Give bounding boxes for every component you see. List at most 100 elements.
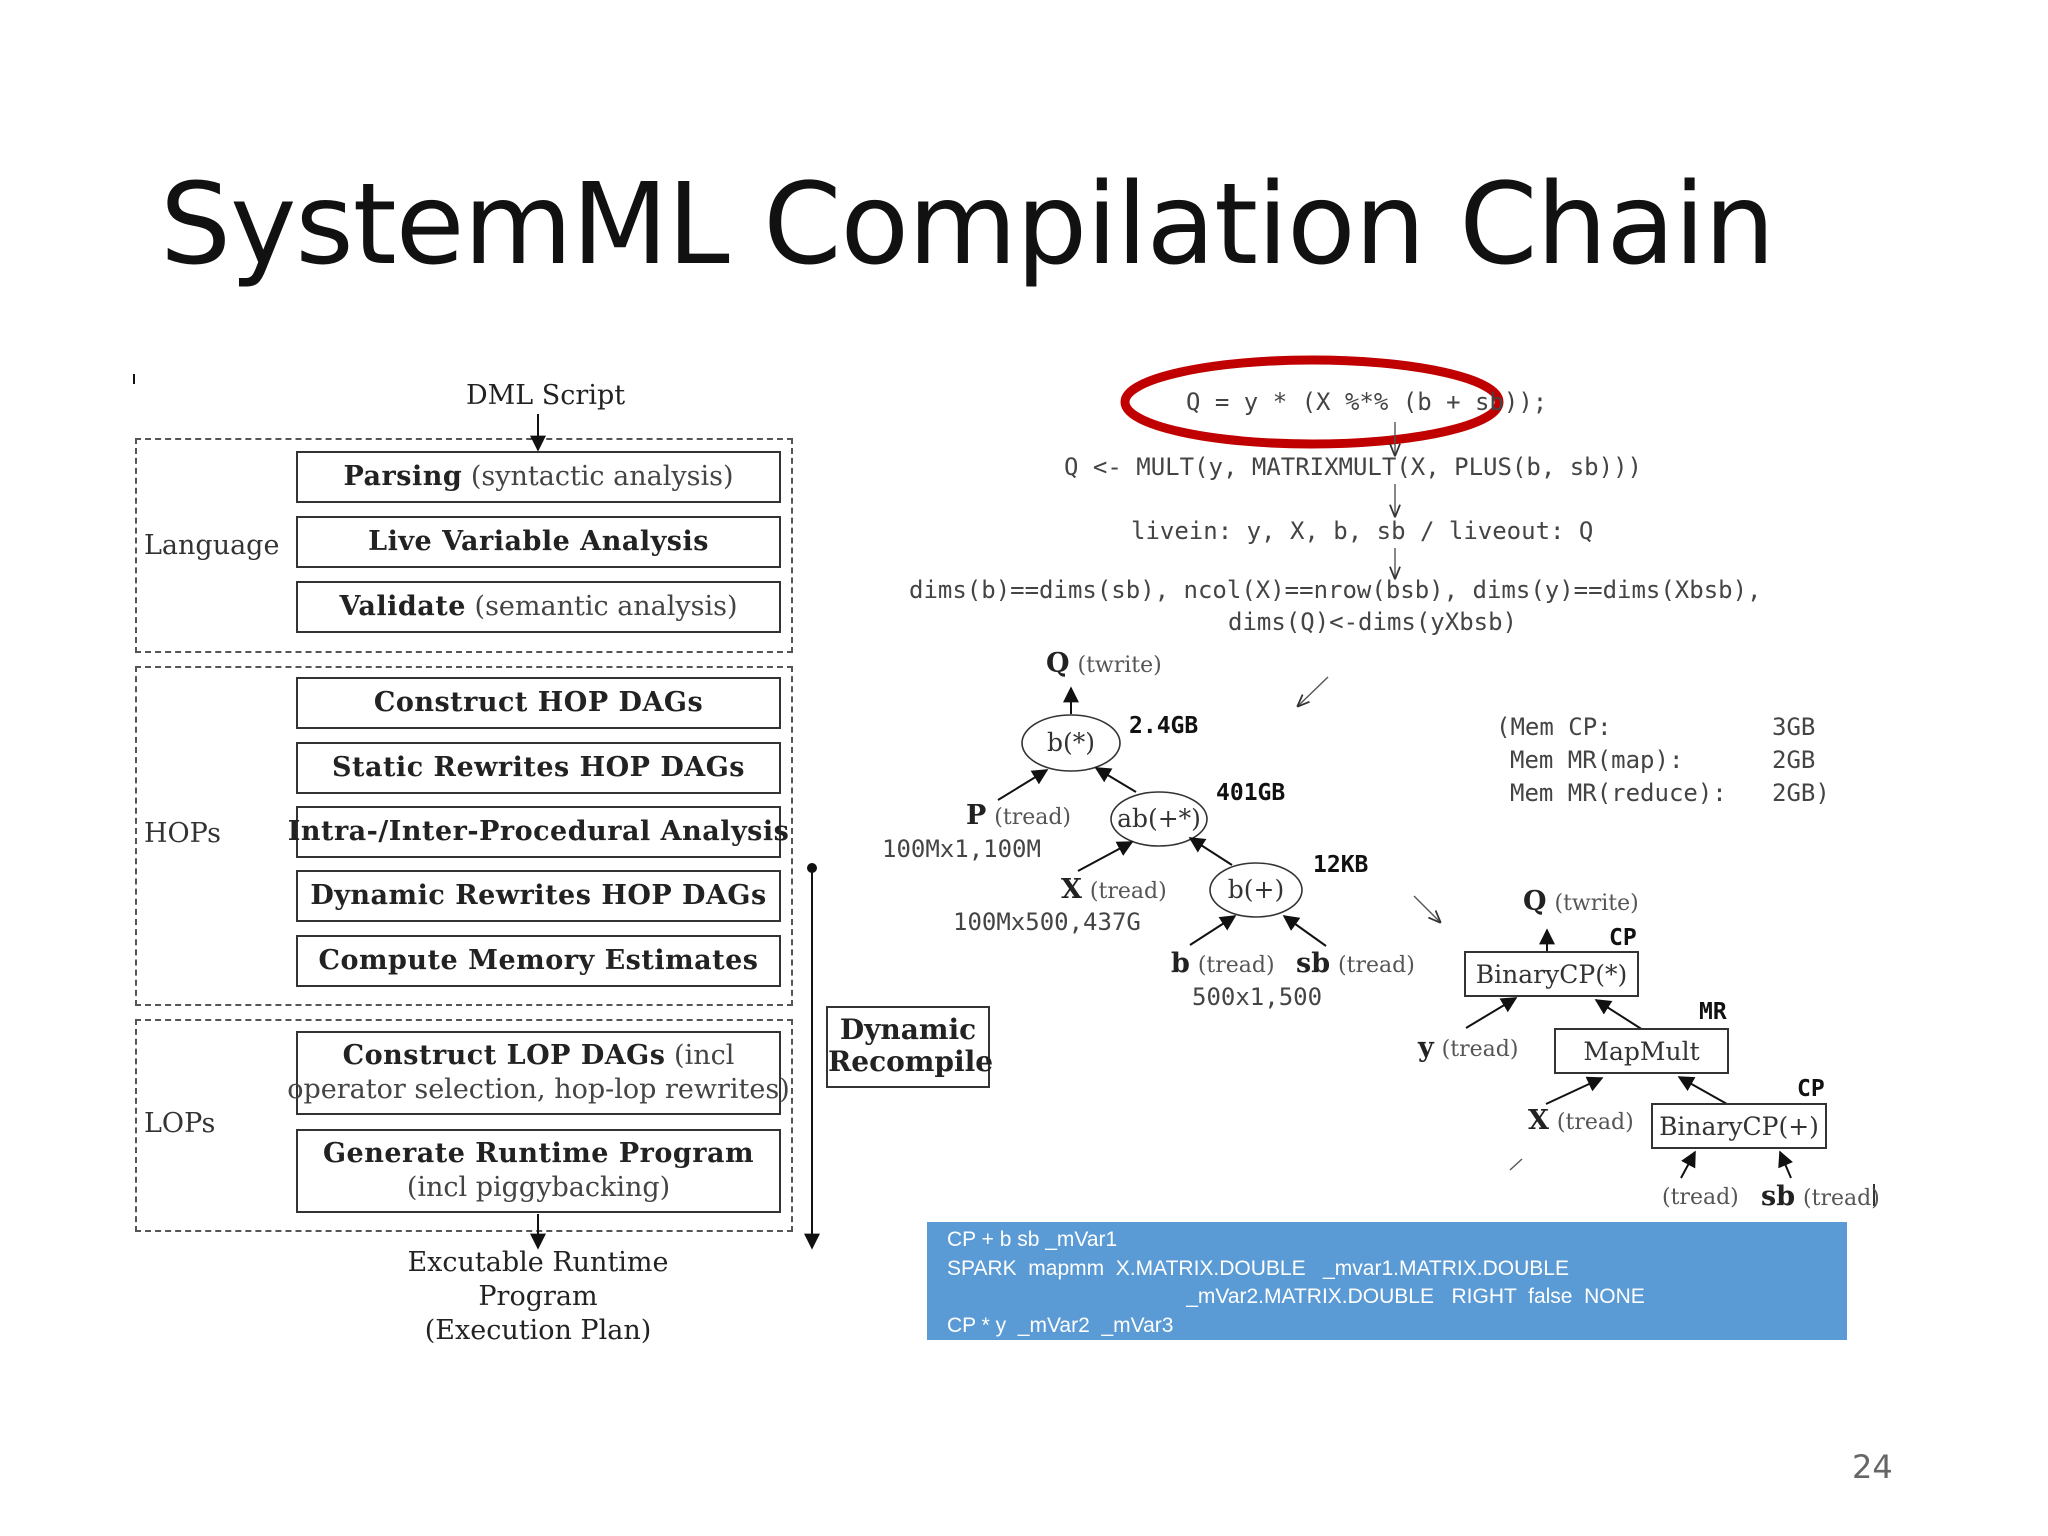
dynamic-recompile-line2: Recompile [828,1045,994,1078]
dynamic-rewrites-step-title: Dynamic Rewrites HOP DAGs [310,880,767,911]
lop-mult-node: BinaryCP(*) [1464,951,1639,997]
slide-title: SystemML Compilation Chain [160,160,1775,290]
lop-b-op: (tread) [1662,1185,1739,1210]
language-group-label: Language [144,530,280,561]
pipeline-output-line1: Excutable Runtime Program [407,1247,669,1312]
plan-line-3: _mVar2.MATRIX.DOUBLE RIGHT false NONE [947,1285,1645,1308]
validate-step-note: (semantic analysis) [474,591,738,622]
hop-sb-label: sb (tread) [1296,948,1415,979]
lop-x-op: (tread) [1556,1110,1634,1135]
hop-p-dims: 100Mx1,100M [882,835,1041,863]
ipa-step-title: Intra-/Inter-Procedural Analysis [287,816,790,847]
dynamic-recompile-box: Dynamic Recompile [826,1006,994,1088]
hop-mult-mem: 2.4GB [1129,713,1199,739]
hop-matmult-mem: 401GB [1216,780,1286,806]
construct-lop-step-title: Construct LOP DAGs [342,1040,666,1071]
hops-group [135,666,793,1006]
ipa-step: Intra-/Inter-Procedural Analysis [288,806,789,858]
lop-plus-node: BinaryCP(+) [1651,1103,1827,1149]
lop-root-op: (twrite) [1554,891,1639,916]
lop-mapmult-node: MapMult [1554,1028,1729,1074]
hop-p-label: P (tread) [966,800,1071,831]
hop-mult-node: b(*) [1046,728,1095,757]
lop-b-label: (tread) [1662,1181,1739,1210]
plan-line-1: CP + b sb _mVar1 [947,1228,1118,1251]
construct-lop-step-note: (incl [674,1040,735,1071]
hop-root-label: Q (twrite) [1046,648,1162,679]
plan-line-4: CP * y _mVar2 _mVar3 [947,1313,1174,1337]
memory-budget: (Mem CP: 3GB Mem MR(map): 2GB Mem MR(reduc… [1496,711,1830,810]
hop-root-name: Q [1046,648,1070,679]
parsing-step: Parsing (syntactic analysis) [296,451,781,503]
hop-plus-mem: 12KB [1313,852,1369,878]
generate-runtime-step: Generate Runtime Program (incl piggyback… [296,1129,781,1213]
memory-estimates-step-title: Compute Memory Estimates [318,945,759,976]
mem-reduce-value: 2GB) [1772,779,1830,807]
mem-map-value: 2GB [1772,746,1816,774]
lop-edge-x-mapmult [1545,1076,1604,1105]
construct-lop-step-note-line2: operator selection, hop-lop rewrites) [287,1074,790,1105]
lop-edge-sb-plus [1778,1150,1793,1179]
lop-x-label: X (tread) [1528,1105,1634,1136]
liveness-info: livein: y, X, b, sb / liveout: Q [1131,517,1594,545]
lop-edge-mapmult-mult [1594,999,1644,1031]
hop-sb-name: sb [1296,948,1331,979]
memory-estimates-step: Compute Memory Estimates [296,935,781,987]
language-group [135,438,793,653]
hop-edge-x-matmult [1077,841,1134,872]
lop-y-name: y [1418,1032,1434,1063]
hop-p-name: P [966,800,987,831]
hop-plus-node: b(+) [1227,875,1285,904]
mem-cp-label: (Mem CP: [1496,713,1612,741]
lop-edge-y-mult [1465,997,1518,1029]
lop-mapmult-exec: MR [1699,999,1727,1025]
lop-root-name: Q [1523,886,1547,917]
plan-line-2: SPARK mapmm X.MATRIX.DOUBLE _mvar1.MATRI… [947,1256,1569,1280]
construct-hop-step-title: Construct HOP DAGs [373,687,704,718]
hop-sb-op: (tread) [1338,953,1415,978]
hop-x-dims: 100Mx500,437G [953,908,1141,936]
dml-statement: Q = y * (X %*% (b + sb)); [1186,388,1548,416]
mem-cp-value: 3GB [1772,713,1816,741]
mem-map-label: Mem MR(map): [1510,746,1684,774]
live-variable-step: Live Variable Analysis [296,516,781,568]
lop-plus-exec: CP [1797,1076,1825,1102]
pipeline-input-label: DML Script [466,380,626,411]
validate-step-title: Validate [339,591,466,622]
hop-p-op: (tread) [994,805,1072,830]
mem-reduce-label: Mem MR(reduce): [1510,779,1727,807]
construct-hop-step: Construct HOP DAGs [296,677,781,729]
chain-arrow-5 [1413,895,1440,922]
generate-runtime-step-note: (incl piggybacking) [406,1172,671,1203]
hop-x-op: (tread) [1089,879,1167,904]
lop-root-label: Q (twrite) [1523,886,1639,917]
construct-lop-step: Construct LOP DAGs (incl operator select… [287,1031,790,1115]
hop-edge-sb-plus [1282,915,1327,947]
recompile-dot [807,863,817,873]
hop-x-label: X (tread) [1061,874,1167,905]
lop-sb-name: sb [1761,1181,1796,1212]
lops-group [135,1019,793,1232]
parsing-step-title: Parsing [343,461,463,492]
validate-constraints-line2: dims(Q)<-dims(yXbsb) [1228,608,1517,636]
dynamic-rewrites-step: Dynamic Rewrites HOP DAGs [296,870,781,922]
static-rewrites-step-title: Static Rewrites HOP DAGs [332,752,745,783]
hop-b-label: b (tread) [1171,948,1275,979]
lop-y-op: (tread) [1441,1037,1519,1062]
live-variable-step-title: Live Variable Analysis [368,526,709,557]
chain-stray [1509,1158,1523,1171]
hop-b-name: b [1171,948,1190,979]
hop-edge-p-mult [997,769,1049,801]
hop-edge-matmult-mult [1094,767,1137,793]
pipeline-output-line2: (Execution Plan) [424,1315,652,1346]
lop-edge-plus-mapmult [1677,1076,1728,1105]
generate-runtime-step-title: Generate Runtime Program [322,1138,755,1169]
validate-step: Validate (semantic analysis) [296,581,781,633]
lop-sb-label: sb (tread) [1761,1181,1880,1212]
page-number: 24 [1852,1448,1893,1486]
lop-sb-op: (tread) [1803,1186,1880,1211]
hops-group-label: HOPs [144,818,221,849]
parsing-step-note: (syntactic analysis) [470,461,734,492]
hop-x-name: X [1061,874,1082,905]
